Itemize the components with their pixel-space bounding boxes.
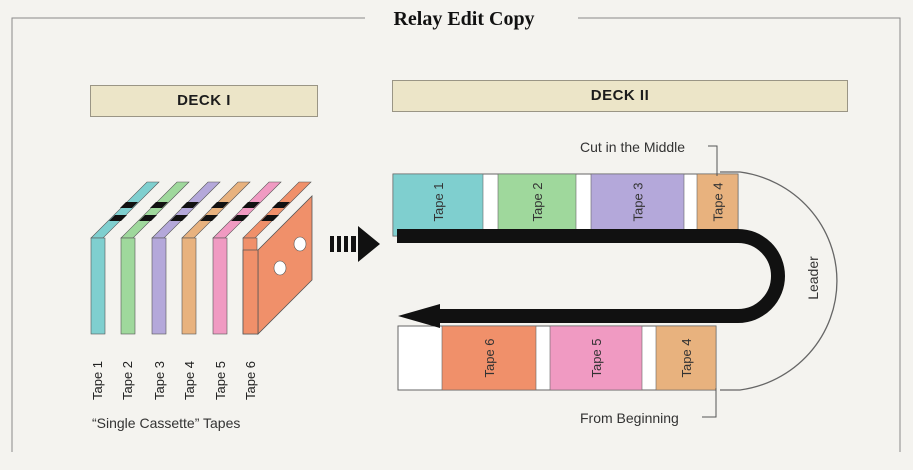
top-row-segment: Tape 1 (392, 173, 484, 237)
page-title: Relay Edit Copy (372, 4, 556, 34)
bottom-row-segment: Tape 5 (549, 325, 643, 391)
cassette-5 (212, 181, 282, 335)
deck-2-banner: DECK II (392, 80, 848, 112)
cut-callout-line (708, 145, 718, 176)
cassette-1 (90, 181, 160, 335)
deck1-tape-label: Tape 1 (90, 361, 105, 400)
frame-line-right (578, 17, 901, 452)
top-row-label: Tape 1 (431, 182, 446, 221)
deck1-tape-label: Tape 5 (213, 361, 228, 400)
cassette-4 (181, 181, 251, 335)
bottom-row-segment: Tape 4 (655, 325, 717, 391)
from-beginning-caption: From Beginning (580, 410, 679, 426)
frame-line-left (11, 17, 365, 452)
cassette-3 (151, 181, 221, 335)
bottom-row-label: Tape 4 (679, 338, 694, 377)
from-callout-line (702, 388, 717, 418)
bottom-row-label: Tape 6 (482, 338, 497, 377)
cassette-face (242, 195, 313, 335)
cut-in-middle-caption: Cut in the Middle (580, 139, 686, 155)
u-turn-arrow (397, 229, 785, 323)
bottom-row-segment: Tape 6 (441, 325, 537, 391)
top-row-segment: Tape 2 (497, 173, 577, 237)
single-cassette-stack: Tape 1 Tape 2 Tape 3 Tape 4 Tape 5 Tape 6 (90, 181, 313, 400)
transfer-arrow (330, 226, 380, 262)
deck-1-banner: DECK I (90, 85, 318, 117)
bottom-row-label: Tape 5 (589, 338, 604, 377)
deck1-tape-label: Tape 6 (243, 361, 258, 400)
leader-loop (720, 171, 838, 391)
top-row-segment: Tape 4 (696, 173, 739, 237)
u-turn-arrow-head (398, 304, 440, 328)
deck1-tape-label: Tape 2 (120, 361, 135, 400)
top-row-label: Tape 3 (631, 182, 646, 221)
deck1-tape-label: Tape 4 (182, 361, 197, 400)
leader-label: Leader (805, 256, 821, 300)
cassette-2 (120, 181, 190, 335)
top-row-segment: Tape 3 (590, 173, 685, 237)
deck1-tape-label: Tape 3 (152, 361, 167, 400)
top-row-label: Tape 2 (530, 182, 545, 221)
single-cassette-caption: “Single Cassette” Tapes (92, 415, 241, 431)
deck2-tape: Tape 1 Tape 2 Tape 3 Tape 4 Tape 6 Tape 5 Tap… (392, 145, 838, 418)
top-row-label: Tape 4 (711, 182, 726, 221)
